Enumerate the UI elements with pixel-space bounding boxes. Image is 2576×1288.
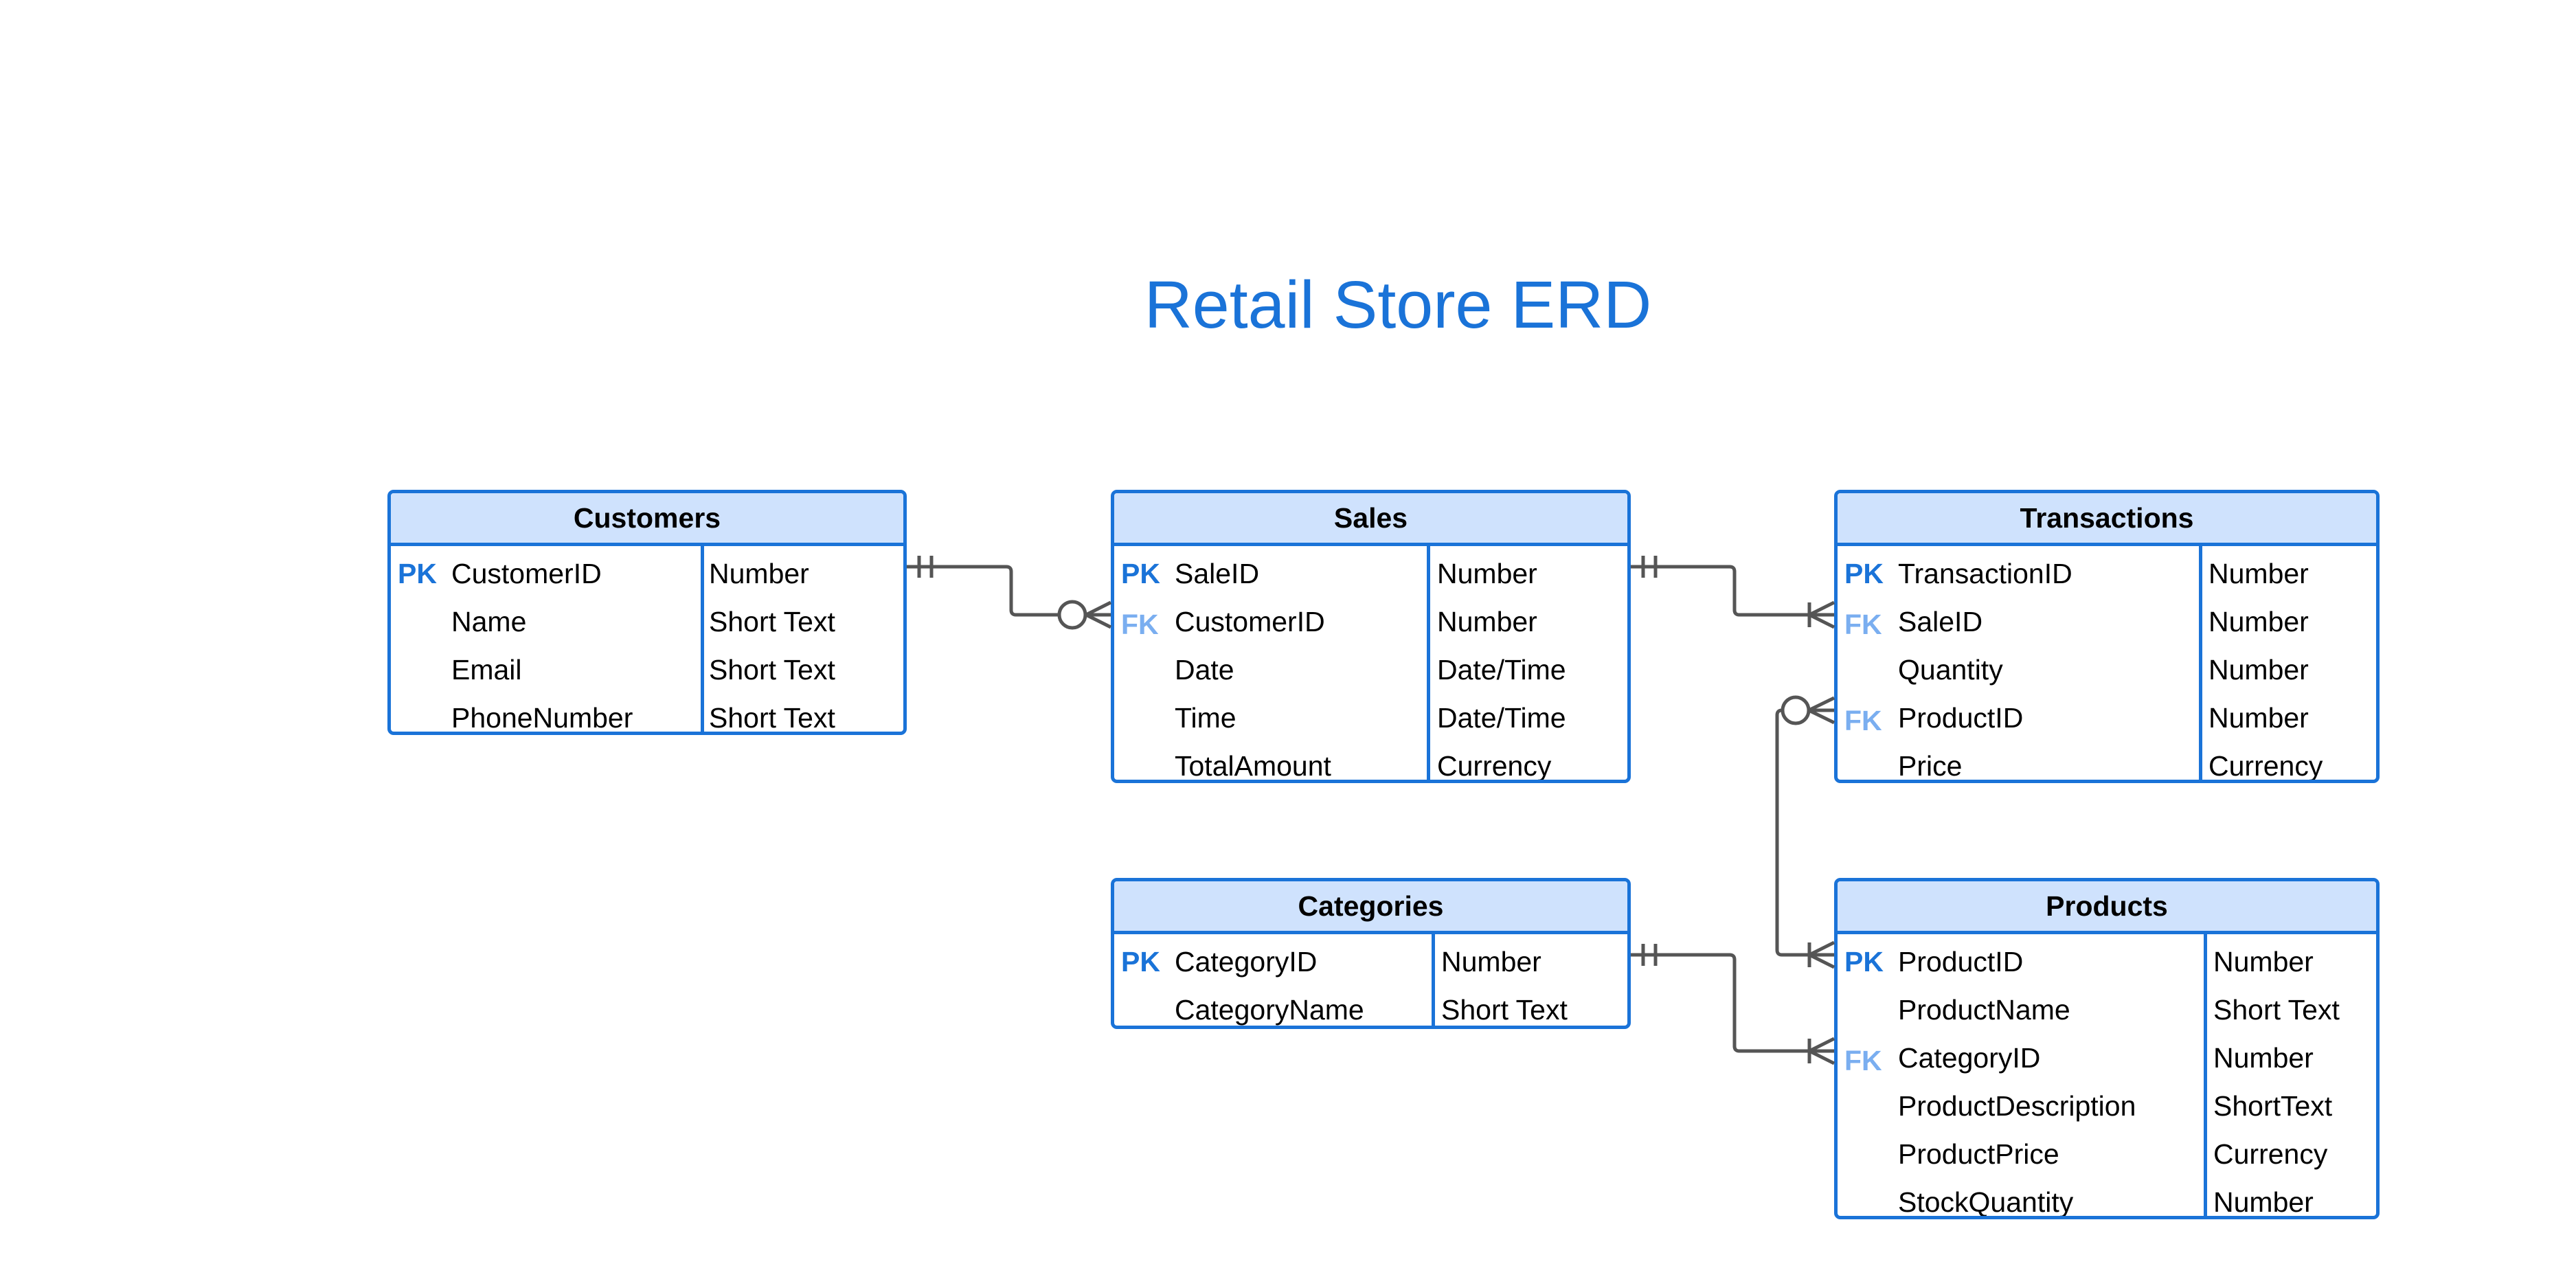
fk-badge: FK bbox=[1121, 609, 1159, 640]
column-divider bbox=[701, 546, 704, 732]
relationship-sales-transactions[interactable] bbox=[1631, 556, 1835, 629]
field-name: SaleID bbox=[1898, 606, 1983, 637]
field-row[interactable]: PhoneNumber Short Text bbox=[391, 697, 903, 734]
field-type: Currency bbox=[2208, 750, 2323, 782]
column-divider bbox=[2204, 934, 2207, 1216]
field-row[interactable]: Email Short Text bbox=[391, 649, 903, 697]
field-type: Short Text bbox=[709, 702, 835, 734]
pk-badge: PK bbox=[1121, 558, 1160, 589]
field-name: CategoryID bbox=[1175, 946, 1318, 978]
pk-badge: PK bbox=[1121, 946, 1160, 978]
field-type: Date/Time bbox=[1437, 702, 1566, 734]
pk-badge: PK bbox=[1844, 946, 1884, 978]
field-row[interactable]: Date Date/Time bbox=[1114, 649, 1627, 697]
field-type: Number bbox=[2208, 606, 2309, 637]
relationship-customers-sales[interactable] bbox=[907, 556, 1112, 630]
entity-header: Products bbox=[1838, 881, 2376, 934]
fk-badge: FK bbox=[1844, 1045, 1882, 1076]
entity-products[interactable]: Products PK ProductID Number ProductName… bbox=[1834, 878, 2380, 1219]
field-row[interactable]: PK CategoryID Number bbox=[1114, 941, 1627, 989]
field-type: Number bbox=[2208, 654, 2309, 686]
field-name: Email bbox=[451, 654, 522, 686]
field-name: Price bbox=[1898, 750, 1963, 782]
field-name: ProductDescription bbox=[1898, 1090, 2136, 1122]
entity-header: Customers bbox=[391, 493, 903, 546]
field-type: ShortText bbox=[2213, 1090, 2333, 1122]
relationship-categories-products[interactable] bbox=[1631, 944, 1835, 1065]
field-name: TransactionID bbox=[1898, 558, 2072, 589]
field-row[interactable]: PK CustomerID Number bbox=[391, 553, 903, 601]
field-name: Date bbox=[1175, 654, 1234, 686]
diagram-title: Retail Store ERD bbox=[1144, 267, 1652, 342]
pk-badge: PK bbox=[1844, 558, 1884, 589]
entity-transactions[interactable]: Transactions PK TransactionID Number FK … bbox=[1834, 490, 2380, 783]
field-type: Number bbox=[1437, 606, 1537, 637]
field-type: Short Text bbox=[709, 606, 835, 637]
fk-badge: FK bbox=[1844, 705, 1882, 736]
field-row[interactable]: Time Date/Time bbox=[1114, 697, 1627, 745]
relationship-transactions-products[interactable] bbox=[1775, 695, 1835, 969]
field-type: Number bbox=[2213, 1042, 2314, 1074]
field-type: Number bbox=[709, 558, 809, 589]
field-row[interactable]: PK TransactionID Number bbox=[1838, 553, 2376, 601]
entity-header: Categories bbox=[1114, 881, 1627, 934]
field-row[interactable]: Quantity Number bbox=[1838, 649, 2376, 697]
field-name: StockQuantity bbox=[1898, 1186, 2074, 1218]
field-name: CategoryName bbox=[1175, 994, 1364, 1026]
field-name: Name bbox=[451, 606, 527, 637]
field-row[interactable]: TotalAmount Currency bbox=[1114, 745, 1627, 782]
field-row[interactable]: FK CategoryID Number bbox=[1838, 1037, 2376, 1085]
field-row[interactable]: ProductPrice Currency bbox=[1838, 1133, 2376, 1182]
field-row[interactable]: ProductName Short Text bbox=[1838, 989, 2376, 1037]
field-name: ProductID bbox=[1898, 946, 2024, 978]
field-row[interactable]: Name Short Text bbox=[391, 601, 903, 649]
field-type: Number bbox=[2208, 558, 2309, 589]
field-row[interactable]: PK ProductID Number bbox=[1838, 941, 2376, 989]
field-row[interactable]: FK SaleID Number bbox=[1838, 601, 2376, 649]
column-divider bbox=[1427, 546, 1430, 780]
field-type: Currency bbox=[1437, 750, 1552, 782]
field-name: Time bbox=[1175, 702, 1236, 734]
field-name: CustomerID bbox=[1175, 606, 1325, 637]
field-type: Number bbox=[1441, 946, 1541, 978]
field-row[interactable]: FK ProductID Number bbox=[1838, 697, 2376, 745]
field-name: PhoneNumber bbox=[451, 702, 633, 734]
field-name: SaleID bbox=[1175, 558, 1260, 589]
field-type: Number bbox=[2213, 1186, 2314, 1218]
field-name: CustomerID bbox=[451, 558, 602, 589]
pk-badge: PK bbox=[398, 558, 437, 589]
field-type: Number bbox=[1437, 558, 1537, 589]
field-type: Number bbox=[2208, 702, 2309, 734]
entity-categories[interactable]: Categories PK CategoryID Number Category… bbox=[1111, 878, 1631, 1029]
field-row[interactable]: ProductDescription ShortText bbox=[1838, 1085, 2376, 1133]
field-row[interactable]: PK SaleID Number bbox=[1114, 553, 1627, 601]
field-name: ProductID bbox=[1898, 702, 2024, 734]
entity-customers[interactable]: Customers PK CustomerID Number Name Shor… bbox=[387, 490, 907, 735]
field-type: Short Text bbox=[1441, 994, 1568, 1026]
entity-sales[interactable]: Sales PK SaleID Number FK CustomerID Num… bbox=[1111, 490, 1631, 783]
column-divider bbox=[1432, 934, 1435, 1026]
field-type: Short Text bbox=[2213, 994, 2340, 1026]
field-name: ProductName bbox=[1898, 994, 2070, 1026]
field-type: Number bbox=[2213, 946, 2314, 978]
field-name: Quantity bbox=[1898, 654, 2003, 686]
field-name: ProductPrice bbox=[1898, 1138, 2059, 1170]
field-name: CategoryID bbox=[1898, 1042, 2041, 1074]
entity-header: Transactions bbox=[1838, 493, 2376, 546]
column-divider bbox=[2199, 546, 2202, 780]
field-row[interactable]: StockQuantity Number bbox=[1838, 1182, 2376, 1218]
field-row[interactable]: CategoryName Short Text bbox=[1114, 989, 1627, 1026]
field-type: Date/Time bbox=[1437, 654, 1566, 686]
field-type: Currency bbox=[2213, 1138, 2328, 1170]
field-row[interactable]: Price Currency bbox=[1838, 745, 2376, 782]
field-type: Short Text bbox=[709, 654, 835, 686]
entity-header: Sales bbox=[1114, 493, 1627, 546]
fk-badge: FK bbox=[1844, 609, 1882, 640]
field-name: TotalAmount bbox=[1175, 750, 1331, 782]
field-row[interactable]: FK CustomerID Number bbox=[1114, 601, 1627, 649]
